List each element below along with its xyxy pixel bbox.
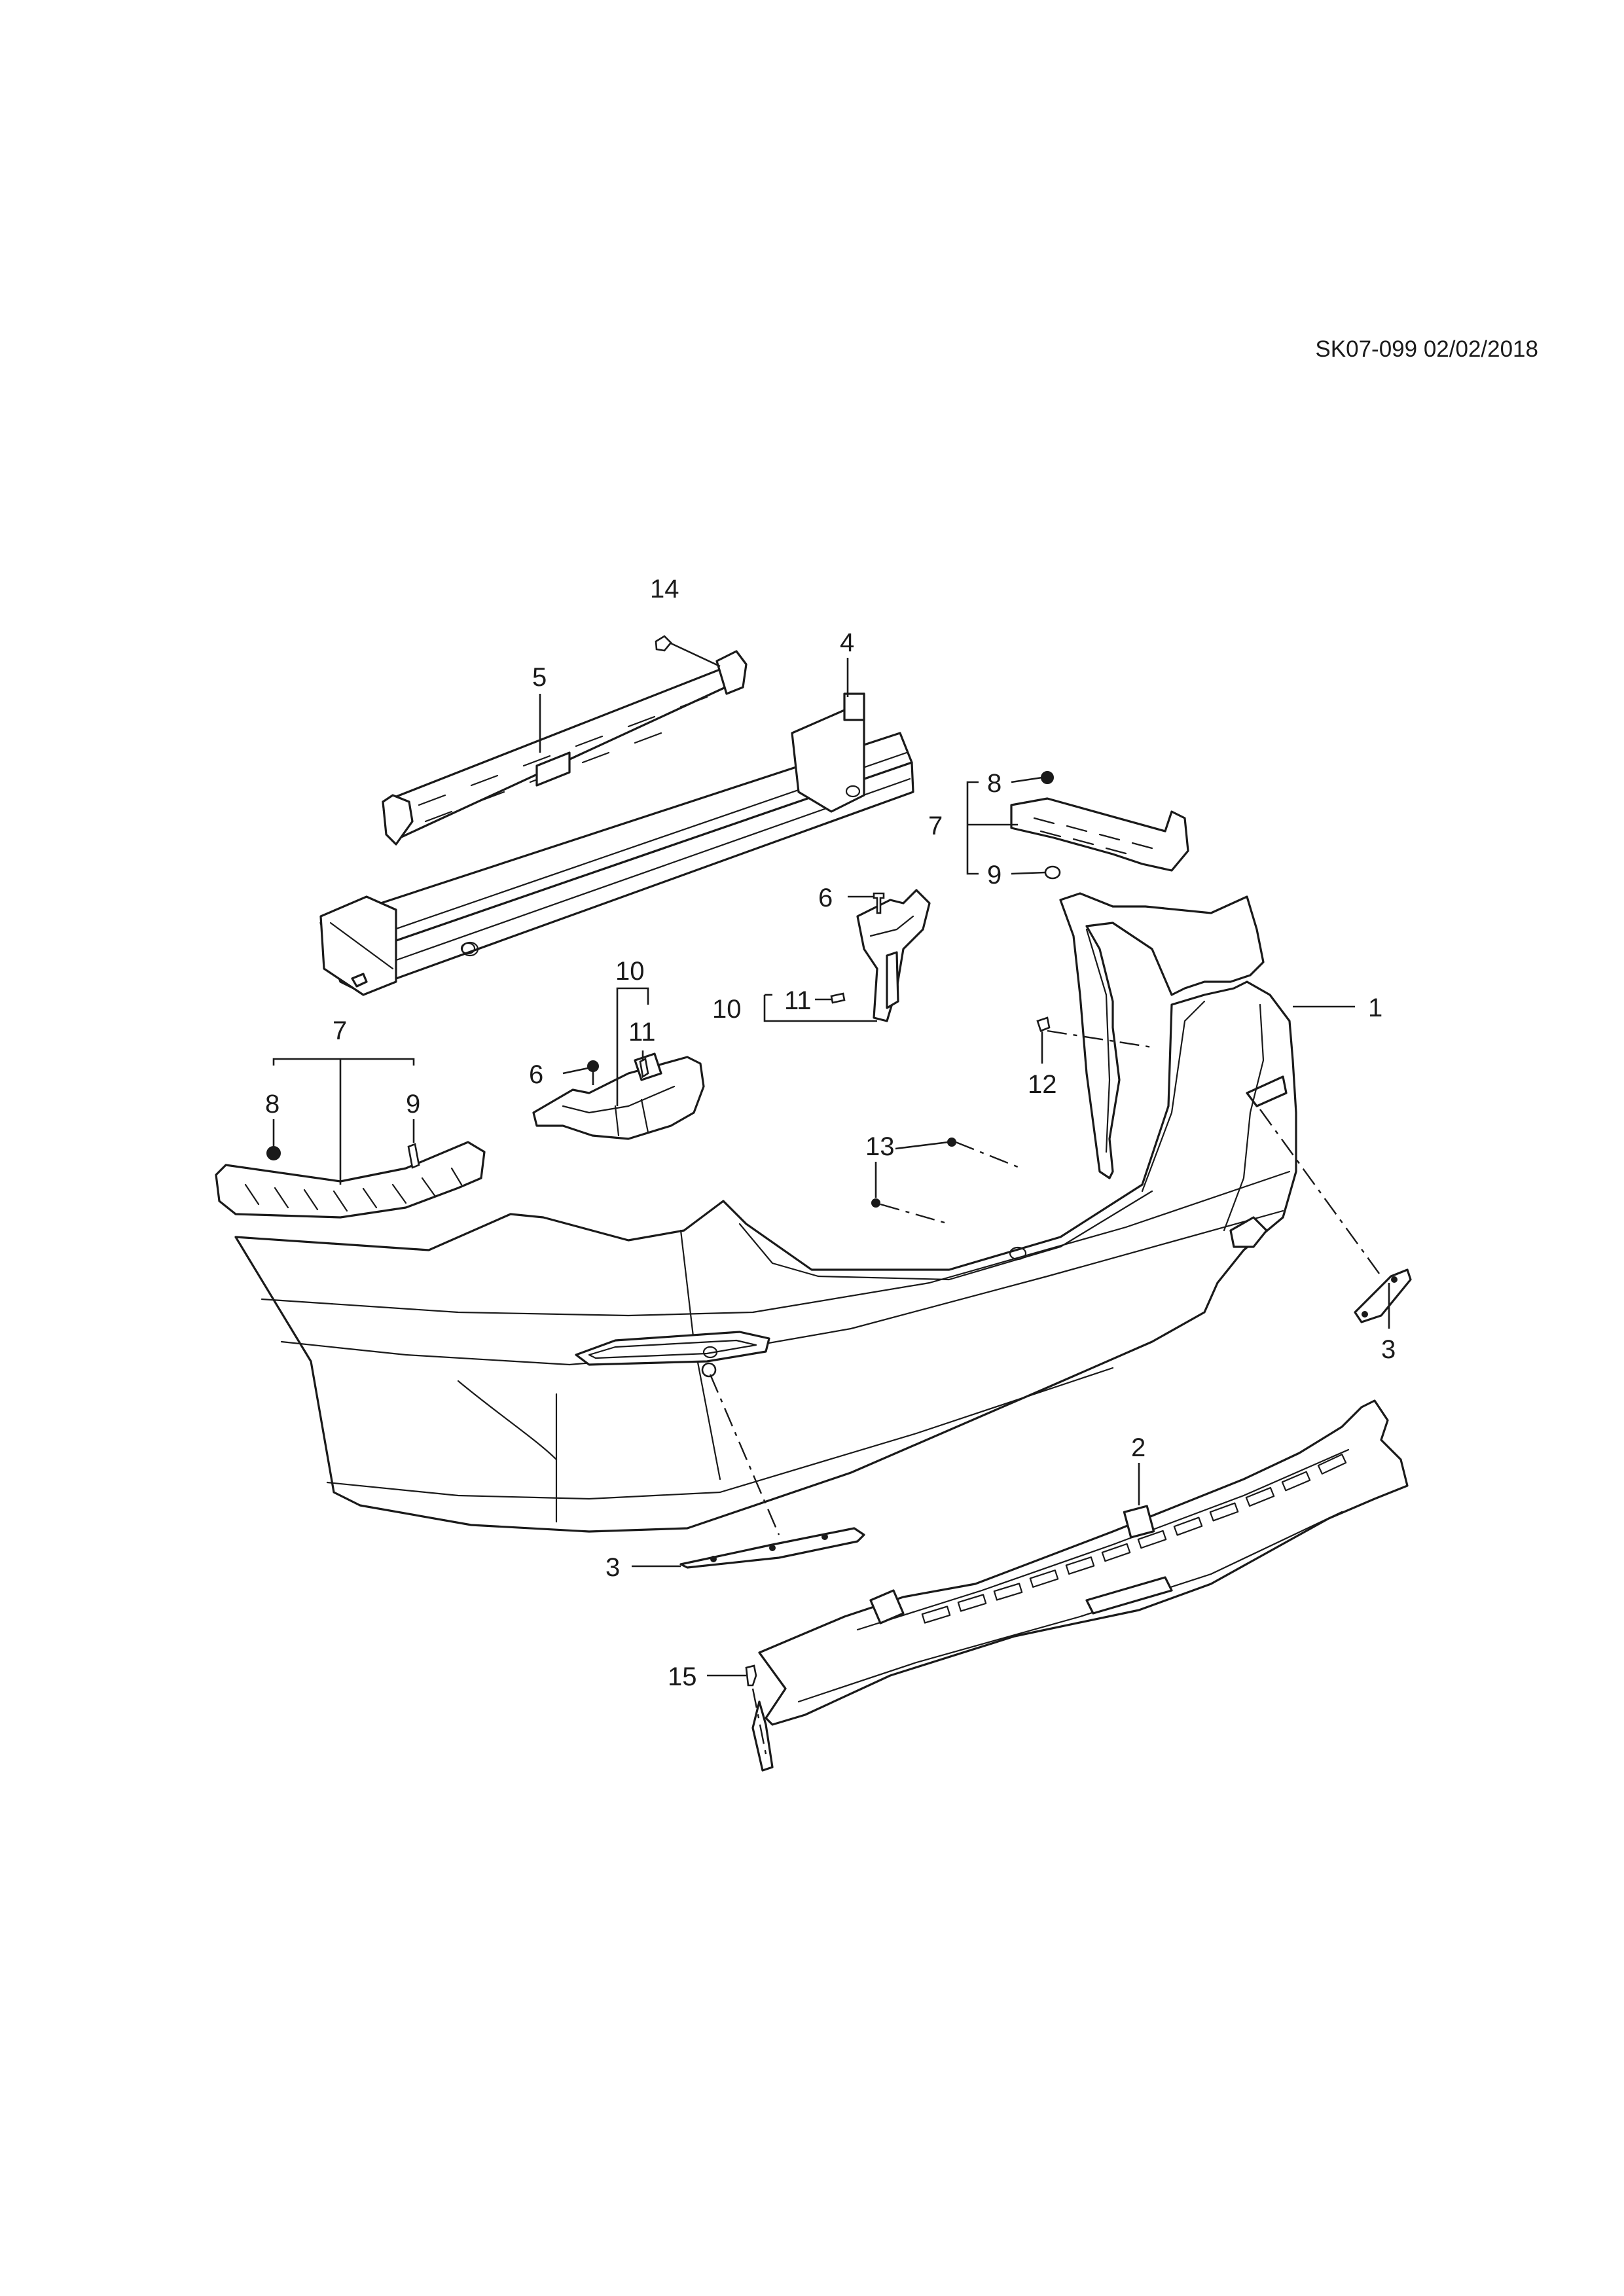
- callout-9-left: 9: [406, 1090, 420, 1143]
- callout-7-right: 7: [928, 781, 1018, 875]
- svg-text:15: 15: [668, 1662, 697, 1691]
- callout-6-right: 6: [818, 884, 874, 912]
- assembly-lines: [709, 1030, 1382, 1755]
- svg-text:1: 1: [1368, 994, 1382, 1022]
- part-lower-diffuser: [751, 1399, 1409, 1772]
- part-reflector-strip-left: [679, 1527, 865, 1569]
- part-mount-bracket-center: [856, 889, 931, 1022]
- part-bumper-fascia: [234, 980, 1297, 1533]
- part-inner-panel-right: [1059, 892, 1265, 1179]
- callout-14: 14: [650, 575, 721, 668]
- part-upper-bracket: [382, 650, 748, 846]
- callout-11-right: 11: [784, 986, 831, 1015]
- svg-text:11: 11: [784, 986, 812, 1015]
- callout-8-right: 8: [987, 769, 1043, 798]
- callout-4: 4: [840, 628, 854, 697]
- fastener-6-screw-left: [587, 1060, 599, 1085]
- fastener-reflector-clip: [701, 1362, 717, 1378]
- callout-6-left: 6: [529, 1060, 588, 1089]
- part-reinforcement-beam: [319, 692, 914, 996]
- svg-text:10: 10: [712, 995, 742, 1024]
- callout-5: 5: [532, 663, 547, 753]
- svg-text:14: 14: [650, 575, 679, 603]
- fastener-11-pin-right: [830, 992, 846, 1004]
- callout-7-left: 7: [272, 1016, 415, 1185]
- svg-text:7: 7: [928, 812, 943, 840]
- callout-15: 15: [668, 1662, 746, 1691]
- part-mount-bracket-left: [532, 1052, 705, 1140]
- svg-text:13: 13: [865, 1132, 895, 1161]
- callout-8-left: 8: [265, 1090, 280, 1147]
- svg-text:10: 10: [615, 957, 645, 986]
- callout-1: 1: [1293, 994, 1382, 1022]
- callout-10-right: 10: [712, 994, 877, 1024]
- reference-code: SK07-099 02/02/2018: [1315, 336, 1538, 362]
- part-side-bracket-left: [215, 1141, 486, 1219]
- part-side-bracket-right: [1010, 797, 1189, 872]
- fastener-8-nut-left: [266, 1146, 281, 1160]
- callout-2: 2: [1131, 1433, 1146, 1505]
- fastener-6-screw-right: [873, 892, 885, 914]
- svg-text:9: 9: [987, 861, 1001, 889]
- svg-text:2: 2: [1131, 1433, 1146, 1462]
- svg-text:3: 3: [605, 1553, 620, 1582]
- svg-text:3: 3: [1381, 1335, 1396, 1364]
- svg-text:4: 4: [840, 628, 854, 657]
- svg-text:12: 12: [1028, 1070, 1057, 1099]
- callout-13: 13: [865, 1132, 949, 1198]
- callout-9-right: 9: [987, 861, 1046, 889]
- svg-text:8: 8: [987, 769, 1001, 798]
- fastener-11-pin-left: [639, 1058, 649, 1079]
- callout-12: 12: [1028, 1031, 1057, 1099]
- callout-3-right: 3: [1381, 1283, 1396, 1364]
- fastener-15-clip: [745, 1664, 757, 1687]
- svg-text:9: 9: [406, 1090, 420, 1119]
- svg-text:6: 6: [818, 884, 833, 912]
- svg-text:8: 8: [265, 1090, 280, 1119]
- callout-10-left: 10: [615, 957, 649, 1106]
- fastener-14-clip: [655, 635, 672, 652]
- diffuser-slots: [921, 1454, 1347, 1624]
- callout-11-left: 11: [628, 1018, 656, 1060]
- svg-text:5: 5: [532, 663, 547, 692]
- callout-3-left: 3: [605, 1553, 681, 1582]
- fastener-9-washer-right: [1044, 865, 1061, 880]
- fastener-12-clip: [1036, 1016, 1051, 1032]
- svg-text:6: 6: [529, 1060, 543, 1089]
- svg-text:7: 7: [333, 1016, 347, 1045]
- fastener-9-pin-left: [407, 1143, 420, 1169]
- part-reflector-strip-right: [1354, 1268, 1412, 1323]
- fastener-8-nut-right: [1041, 771, 1054, 784]
- svg-text:11: 11: [628, 1018, 656, 1047]
